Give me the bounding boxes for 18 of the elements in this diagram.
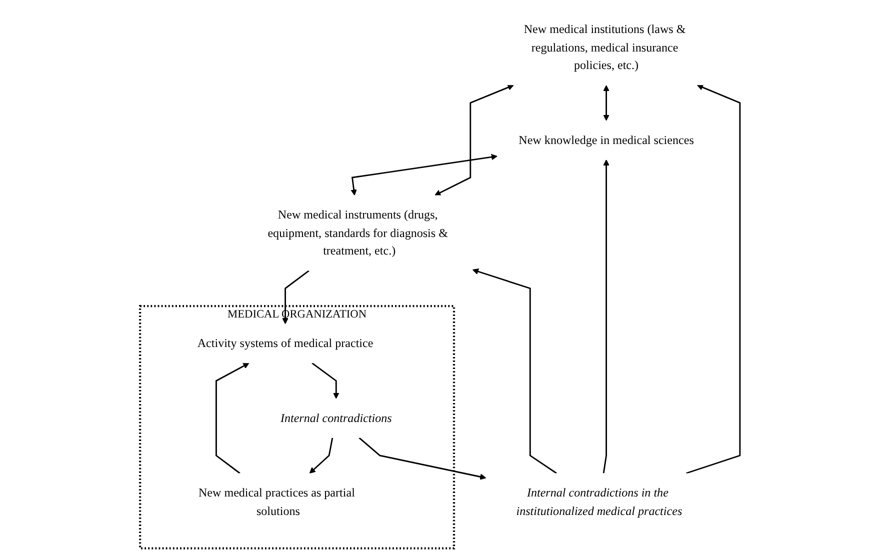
node-text: New knowledge in medical sciences <box>518 133 694 147</box>
arrow <box>686 84 741 474</box>
arrow <box>603 85 610 121</box>
arrow <box>312 362 340 399</box>
node-text: New medical institutions (laws & regulations, medical insurance policies, etc.) <box>524 22 686 72</box>
arrow <box>282 270 310 324</box>
node-text: Activity systems of medical practice <box>197 336 374 350</box>
arrow <box>472 268 557 474</box>
arrow <box>602 160 610 474</box>
arrow <box>434 84 514 196</box>
node-text: Internal contradictions <box>280 411 392 425</box>
arrow <box>216 362 250 474</box>
node-text: Internal contradictions in the institutionalized medical practices <box>516 486 682 518</box>
node-text: New medical instruments (drugs, equipment, standards for diagnosis & treatment, etc.) <box>268 208 448 258</box>
arrow <box>350 154 498 196</box>
node-text: New medical practices as partial solutions <box>198 486 355 518</box>
arrow <box>309 438 334 474</box>
arrow <box>358 437 486 480</box>
